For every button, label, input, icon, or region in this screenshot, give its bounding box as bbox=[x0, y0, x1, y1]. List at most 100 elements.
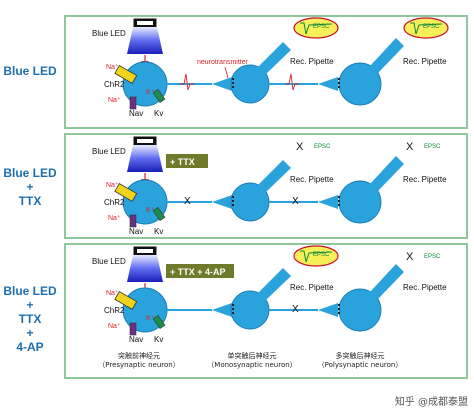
synapse-mark bbox=[232, 312, 234, 314]
spike-1 bbox=[180, 73, 194, 91]
drug-label: + TTX bbox=[170, 157, 195, 167]
epsc-mono-label: EPSC bbox=[313, 24, 330, 30]
row-label-line: TTX bbox=[18, 194, 42, 208]
row-label-2: Blue LED + TTX bbox=[0, 166, 60, 208]
epsc-mono-label: EPSC bbox=[314, 144, 331, 150]
axon-terminal-1 bbox=[212, 303, 232, 317]
chr2-channel bbox=[114, 182, 138, 202]
drug-box bbox=[166, 154, 208, 168]
row-label-line: + bbox=[26, 298, 34, 312]
caption-cn: 突触前神经元 bbox=[118, 352, 160, 360]
epsc-poly-trace bbox=[410, 22, 443, 35]
block-mark-1: X bbox=[184, 196, 191, 207]
k-label: K⁺ bbox=[146, 206, 155, 214]
synapse-mark bbox=[338, 82, 340, 84]
synapse-mark bbox=[338, 204, 340, 206]
row-label-line: TTX bbox=[18, 312, 42, 326]
monosynaptic-dendrite bbox=[258, 160, 291, 192]
nav-channel bbox=[129, 214, 137, 228]
epsc-poly-bubble bbox=[403, 17, 449, 39]
epsc-mono-label: EPSC bbox=[313, 252, 330, 258]
neurotransmitter-label: neurotransmitter bbox=[197, 59, 249, 66]
synapse-mark bbox=[338, 312, 340, 314]
k-label: K⁺ bbox=[146, 88, 155, 96]
synapse-mark bbox=[232, 78, 234, 80]
na-label-2: Na⁺ bbox=[108, 214, 121, 222]
monosynaptic-caption: 单突触后神经元 （Monosynaptic neuron） bbox=[204, 352, 300, 370]
spike-2 bbox=[286, 73, 299, 91]
row-label-3: Blue LED + TTX + 4-AP bbox=[0, 284, 60, 354]
epsc-mono-bubble bbox=[293, 17, 339, 39]
synapse-mark bbox=[338, 196, 340, 198]
row-label-line: Blue LED bbox=[3, 64, 57, 78]
caption-cn: 单突触后神经元 bbox=[227, 352, 277, 360]
chr2-label: ChR2 bbox=[104, 198, 125, 207]
blue-led-label: Blue LED bbox=[92, 257, 126, 266]
synapse-mark bbox=[338, 86, 340, 88]
led-beam bbox=[127, 145, 163, 172]
block-mark-2: X bbox=[292, 304, 299, 315]
synapse-mark bbox=[232, 204, 234, 206]
row-label-line: Blue LED bbox=[3, 284, 57, 298]
polysynaptic-caption: 多突触后神经元 （Polysynaptic neuron） bbox=[312, 352, 408, 370]
block-mark-2: X bbox=[292, 196, 299, 207]
nav-channel bbox=[129, 96, 137, 110]
neurotransmitter-pointer bbox=[224, 66, 229, 79]
synapse-mark bbox=[338, 200, 340, 202]
kv-channel bbox=[152, 314, 166, 330]
na-label-2: Na⁺ bbox=[108, 96, 121, 104]
polysynaptic-dendrite bbox=[370, 38, 404, 73]
row-label-line: + bbox=[26, 326, 34, 340]
synapse-mark bbox=[232, 200, 234, 202]
synapse-mark bbox=[338, 308, 340, 310]
epsc-poly-label: EPSC bbox=[424, 144, 441, 150]
nav-label: Nav bbox=[129, 227, 143, 236]
kv-label: Kv bbox=[154, 335, 163, 344]
drug-label: + TTX + 4-AP bbox=[170, 267, 226, 277]
row-label-line: Blue LED bbox=[3, 166, 57, 180]
epsc-mono-trace bbox=[300, 250, 333, 263]
epsc-mono-block: X bbox=[296, 141, 304, 153]
nav-channel bbox=[129, 322, 137, 336]
rec-pipette-label: Rec. Pipette bbox=[403, 57, 447, 66]
epsc-mono-bubble bbox=[293, 245, 339, 267]
monosynaptic-dendrite bbox=[258, 268, 291, 300]
caption-en: （Presynaptic neuron） bbox=[98, 361, 180, 369]
synapse-mark bbox=[232, 308, 234, 310]
row-label-line: + bbox=[26, 180, 34, 194]
na-label: Na⁺ bbox=[106, 181, 119, 189]
presynaptic-caption: 突触前神经元 （Presynaptic neuron） bbox=[94, 352, 184, 370]
blue-led-label: Blue LED bbox=[92, 29, 126, 38]
epsc-mono-trace bbox=[300, 22, 333, 35]
axon-terminal-1 bbox=[212, 77, 232, 91]
led-beam bbox=[127, 255, 163, 282]
rec-pipette-label: Rec. Pipette bbox=[290, 283, 334, 292]
monosynaptic-dendrite bbox=[258, 42, 291, 74]
synapse-mark bbox=[232, 304, 234, 306]
epsc-poly-label: EPSC bbox=[423, 24, 440, 30]
kv-channel bbox=[152, 88, 166, 104]
synapse-mark bbox=[232, 82, 234, 84]
chr2-channel bbox=[114, 64, 138, 84]
led-cap-window bbox=[137, 21, 153, 25]
caption-en: （Polysynaptic neuron） bbox=[317, 361, 403, 369]
kv-label: Kv bbox=[154, 109, 163, 118]
chr2-label: ChR2 bbox=[104, 306, 125, 315]
led-beam bbox=[127, 27, 163, 54]
synapse-mark bbox=[338, 78, 340, 80]
row-label-1: Blue LED bbox=[0, 64, 60, 78]
axon-terminal-1 bbox=[212, 195, 232, 209]
axon-terminal-2 bbox=[318, 195, 338, 209]
k-label: K⁺ bbox=[146, 314, 155, 322]
synapse-mark bbox=[232, 196, 234, 198]
epsc-poly-label: EPSC bbox=[424, 254, 441, 260]
rec-pipette-label: Rec. Pipette bbox=[290, 175, 334, 184]
polysynaptic-dendrite bbox=[370, 156, 404, 191]
na-label: Na⁺ bbox=[106, 63, 119, 71]
watermark: 知乎 @成都泰盟 bbox=[394, 397, 468, 408]
kv-channel bbox=[152, 206, 166, 222]
